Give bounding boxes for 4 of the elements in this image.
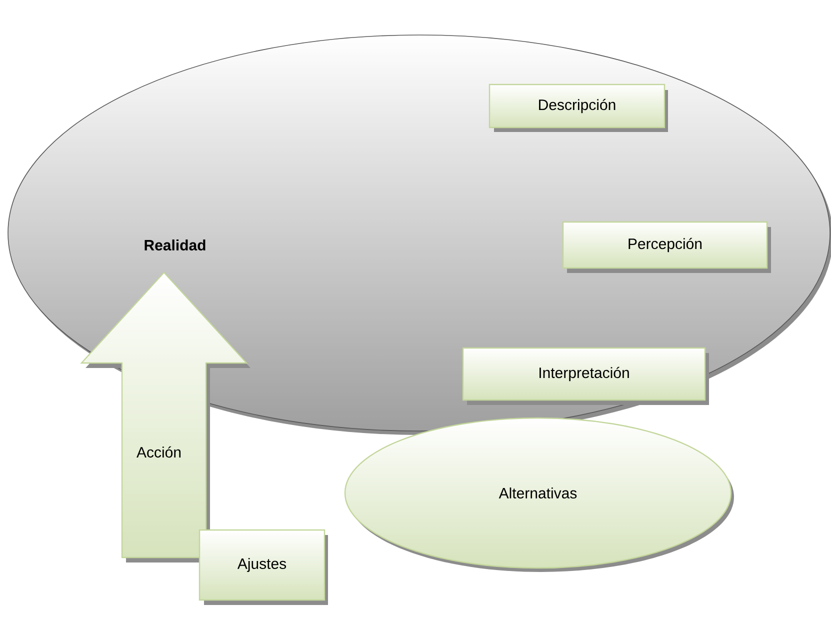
process-box: Percepción [562,221,771,273]
process-box: Descripción [488,84,668,132]
process-box: Ajustes [198,529,328,605]
process-box: Interpretación [462,347,709,405]
